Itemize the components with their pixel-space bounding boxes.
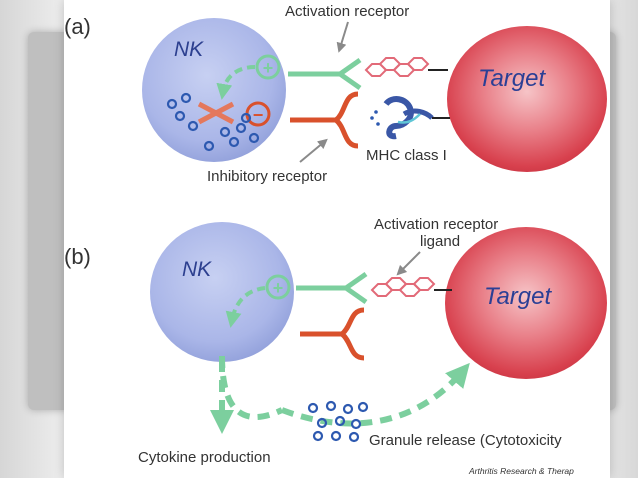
inhibitory-pointer-a: [299, 138, 328, 163]
granule: [312, 430, 324, 442]
granule: [325, 400, 337, 412]
activation-receptor-b: [296, 271, 368, 305]
panel-a-letter: (a): [64, 14, 91, 39]
target-cell-a: [447, 26, 607, 172]
ligand-label-b-line1: Activation receptor: [374, 216, 498, 233]
panel-b: (b) NK Target + Activation recepto: [64, 216, 607, 476]
granule: [334, 415, 346, 427]
granule: [316, 417, 328, 429]
mhc-label-a: MHC class I: [366, 147, 447, 164]
flow-arrow-down: [219, 355, 284, 420]
granule: [219, 126, 231, 138]
signal-arrow-a: [216, 65, 256, 100]
cytokine-label: Cytokine production: [138, 449, 271, 466]
block-x-line-2: [197, 101, 235, 125]
granule: [330, 430, 342, 442]
granule: [166, 98, 178, 110]
ligand-label-b-line2: ligand: [420, 233, 460, 250]
nk-cell-b: [150, 222, 294, 362]
granule: [235, 122, 247, 134]
ligand-a: [364, 57, 430, 77]
inhibitory-receptor-label-a: Inhibitory receptor: [207, 168, 327, 185]
granule: [348, 431, 360, 443]
granule: [228, 136, 240, 148]
granule: [187, 120, 199, 132]
granules-a: [166, 92, 260, 152]
signal-arrow-b: [225, 286, 266, 328]
target-label-b: Target: [484, 283, 552, 310]
minus-sign-a: −: [253, 105, 264, 125]
granule: [307, 402, 319, 414]
granule: [350, 418, 362, 430]
granule: [248, 132, 260, 144]
granule-label: Granule release (Cytotoxicity: [369, 432, 562, 449]
target-label-a: Target: [478, 65, 546, 92]
panel-a: (a) NK Target + −: [64, 3, 607, 185]
plus-sign-b: +: [273, 278, 284, 298]
granule: [357, 401, 369, 413]
source-credit: Arthritis Research & Therap: [468, 466, 574, 476]
nk-label-a: NK: [174, 38, 204, 61]
granule: [203, 140, 215, 152]
granule: [240, 112, 252, 124]
mhc-class-i-a: [370, 96, 450, 140]
activation-pointer-a: [336, 21, 349, 53]
nk-label-b: NK: [182, 258, 212, 281]
target-cell-b: [445, 227, 607, 379]
nk-cell-a: [142, 18, 286, 162]
ligand-pointer-b: [396, 251, 421, 276]
plus-circle-a: [255, 54, 281, 80]
granule: [180, 92, 192, 104]
plus-circle-b: [265, 274, 291, 300]
activation-receptor-a: [288, 57, 362, 91]
activation-receptor-label-a: Activation receptor: [285, 3, 409, 20]
granule: [174, 110, 186, 122]
granule-arrow: [280, 362, 470, 427]
granules-b: [307, 400, 369, 443]
granule: [342, 403, 354, 415]
ligand-b: [370, 277, 436, 297]
plus-sign-a: +: [263, 58, 274, 78]
panel-b-letter: (b): [64, 244, 91, 269]
inhibitory-receptor-a: [290, 91, 359, 149]
inhibitory-receptor-b: [300, 307, 365, 361]
